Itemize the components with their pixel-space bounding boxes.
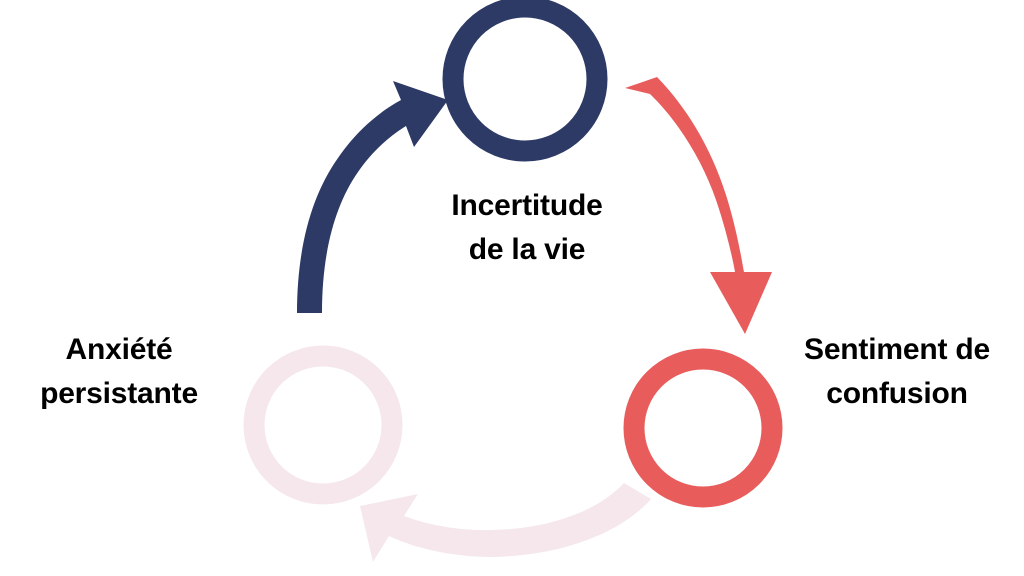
node-label-incertitude: Incertitude de la vie	[451, 189, 603, 266]
arrow-confusion-to-anxiete	[360, 483, 651, 562]
node-ring-confusion	[623, 348, 783, 508]
arrow-incertitude-to-confusion	[625, 77, 772, 334]
node-ring-anxiete	[243, 345, 403, 505]
node-ring-incertitude	[442, 0, 608, 162]
node-label-confusion: Sentiment de confusion	[804, 333, 990, 410]
arrow-anxiete-to-incertitude	[263, 81, 448, 313]
node-label-anxiete: Anxiété persistante	[40, 333, 198, 410]
